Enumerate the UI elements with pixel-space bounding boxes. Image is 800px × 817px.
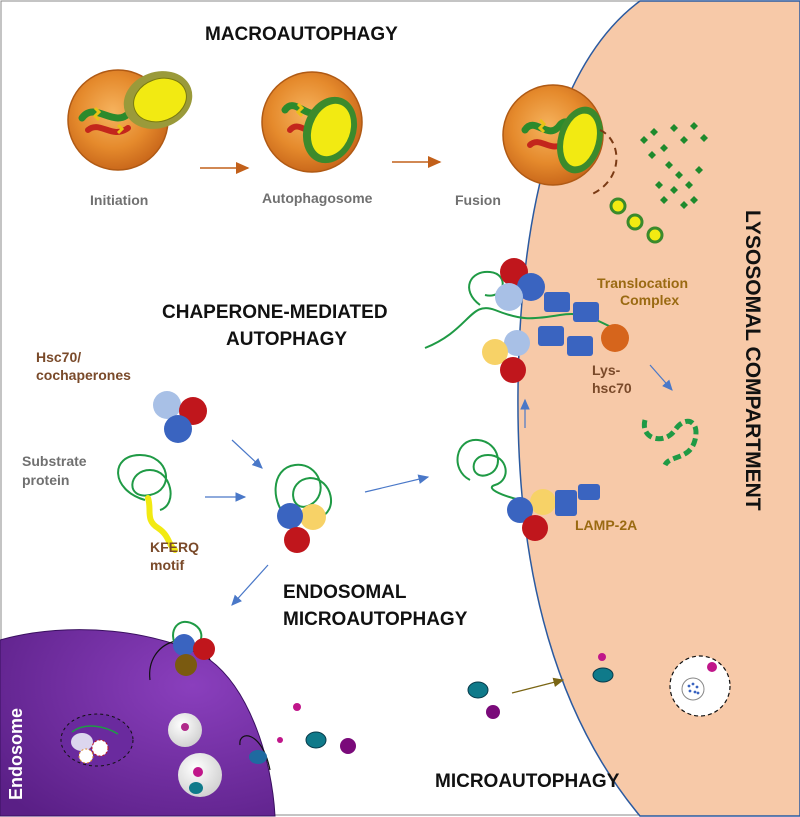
kferq-label-line2: motif (150, 557, 185, 573)
translocation-label-line1: Translocation (597, 275, 688, 291)
lys-hsc70-label-line1: Lys- (592, 362, 621, 378)
translocation-to-degradation-arrow (649, 364, 673, 391)
cytosolic-cargo (277, 703, 356, 754)
substrate-protein (117, 453, 178, 553)
autophagosome-vesicle (261, 71, 363, 173)
autophagosome-label: Autophagosome (262, 190, 373, 206)
emi-heading-line2: MICROAUTOPHAGY (283, 609, 468, 630)
kferq-label-line1: KFERQ (150, 539, 199, 555)
translocation-complex (424, 258, 629, 383)
microautophagy-heading: MICROAUTOPHAGY (435, 771, 620, 792)
microautophagy-cargo (467, 681, 500, 719)
endosome-intraluminal-vesicles (168, 713, 222, 797)
lysosomal-compartment-label: LYSOSOMAL COMPARTMENT (741, 210, 764, 511)
lamp2a-label: LAMP-2A (575, 517, 637, 533)
complex-to-endosome-arrow (231, 564, 269, 606)
complex-to-lysosome-arrow (364, 474, 430, 493)
substrate-label-line1: Substrate (22, 453, 87, 469)
initiation-label: Initiation (90, 192, 148, 208)
cma-heading-line2: AUTOPHAGY (226, 329, 347, 350)
lysosome-invagination (592, 653, 614, 683)
endosome-body (0, 629, 276, 817)
lys-hsc70-label-line2: hsc70 (592, 380, 632, 396)
endosome-membrane-budding (239, 735, 271, 771)
hsc70-to-complex-arrow (231, 439, 263, 469)
emi-heading-line1: ENDOSOMAL (283, 582, 407, 603)
hsc70-label-line1: Hsc70/ (36, 349, 81, 365)
hsc70-chaperone-complex (153, 391, 207, 443)
cma-heading-line1: CHAPERONE-MEDIATED (162, 302, 388, 323)
lysosome-intraluminal-vesicle (669, 655, 731, 717)
unfolded-substrate (641, 418, 699, 467)
hsc70-label-line2: cochaperones (36, 367, 131, 383)
endosome-label: Endosome (6, 708, 26, 800)
macroautophagy-heading: MACROAUTOPHAGY (205, 24, 398, 45)
initiation-vesicle (67, 69, 193, 171)
endosome-invagination (149, 620, 215, 681)
translocation-label-line2: Complex (620, 292, 679, 308)
substrate-label-line2: protein (22, 472, 69, 488)
degraded-fragments (640, 122, 708, 209)
degraded-vesicles (609, 197, 664, 244)
cargo-to-lysosome-arrow (511, 677, 565, 694)
fusion-vesicle (502, 84, 618, 196)
substrate-chaperone-complex (274, 463, 332, 553)
fusion-label: Fusion (455, 192, 501, 208)
endosome-mvb (60, 713, 134, 767)
substrate-at-membrane (456, 438, 600, 541)
